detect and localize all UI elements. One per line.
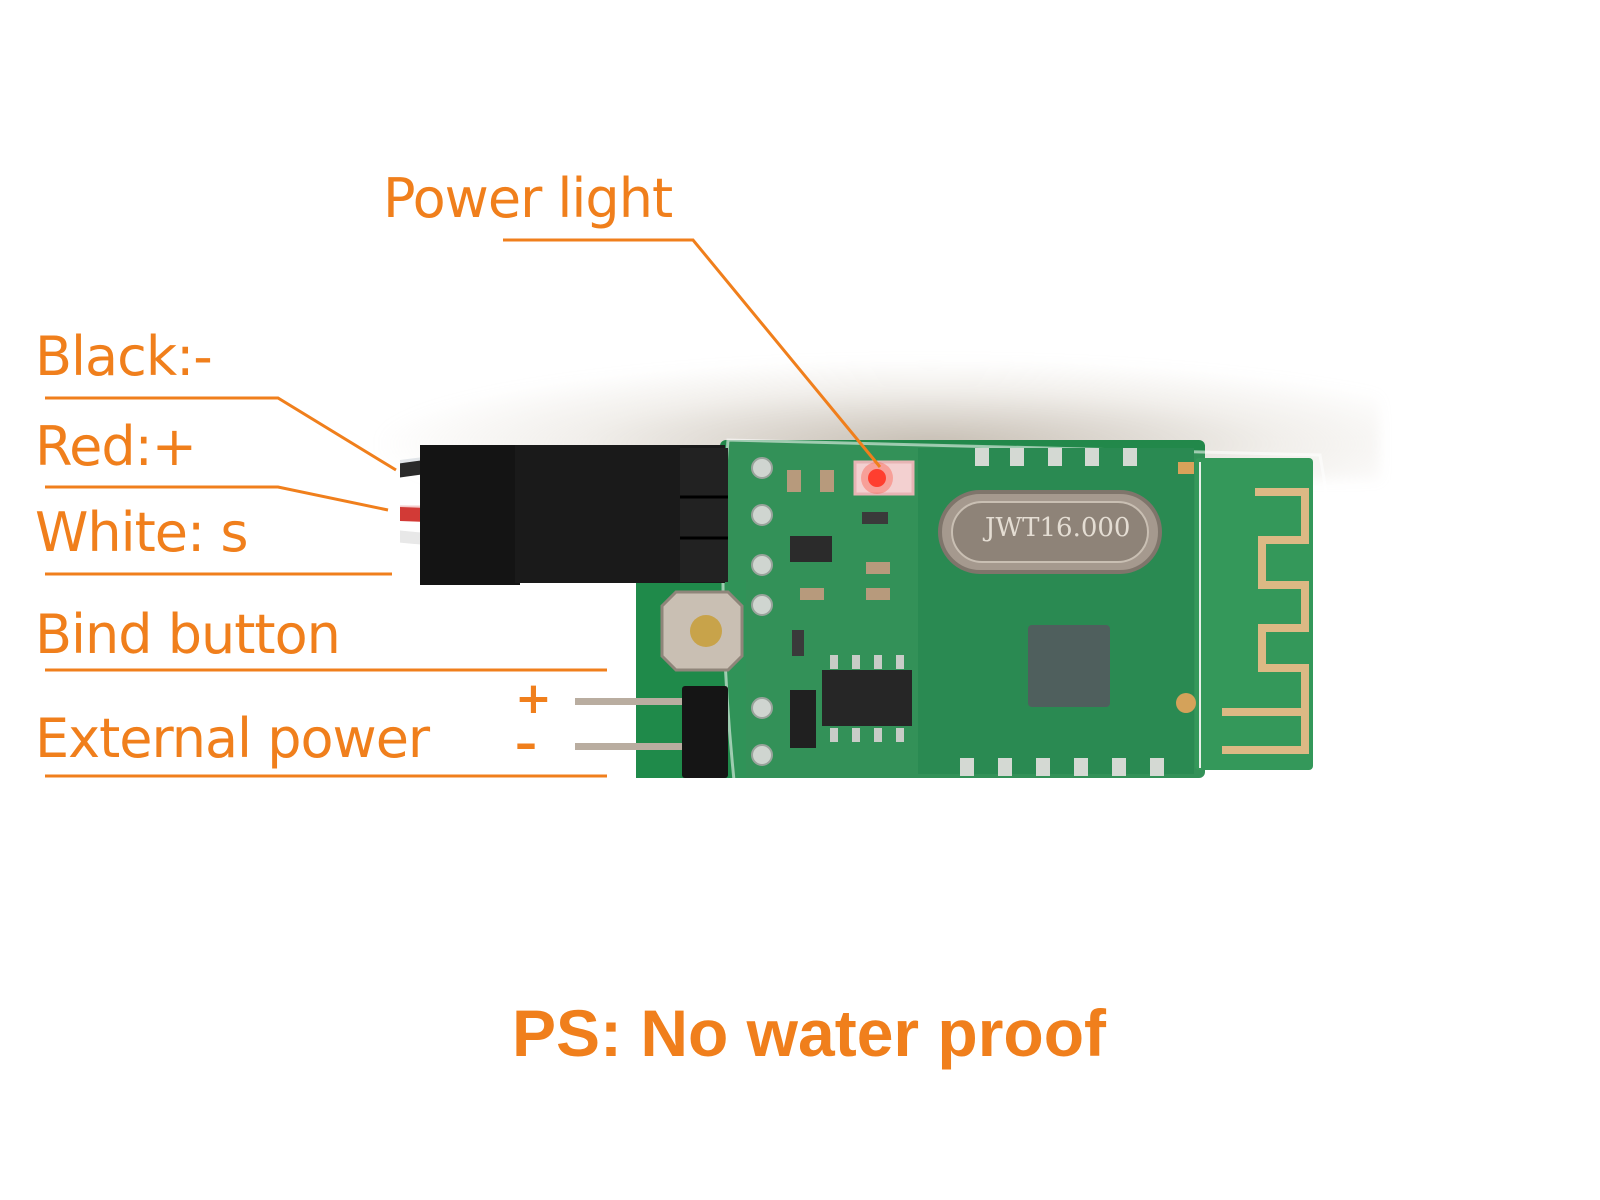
plus-sign: + [515,673,552,724]
power-led [868,469,886,487]
transistor [790,536,832,562]
servo-connector [420,445,520,585]
label-bind-button: Bind button [35,603,341,666]
pcb-antenna-trace [1222,488,1309,754]
pin-minus [575,743,685,750]
leader-red [45,485,389,512]
crystal-marking: JWT16.000 [985,513,1131,543]
pin-header [682,686,728,778]
receiver-module-photo [400,438,1337,792]
minus-sign: – [515,718,537,769]
waterproof-note: PS: No water proof [512,996,1107,1070]
bind-button-tactile [660,590,744,672]
label-power-light: Power light [383,167,673,230]
ic-soic8 [822,670,912,726]
label-black-wire: Black:- [35,325,213,388]
leader-black [45,396,397,472]
label-white-wire: White: s [35,501,249,564]
leader-power-light [503,238,882,468]
pin-plus [575,698,685,705]
rf-chip [1028,625,1110,707]
label-external-power: External power [35,707,430,770]
label-red-wire: Red:+ [35,415,197,478]
